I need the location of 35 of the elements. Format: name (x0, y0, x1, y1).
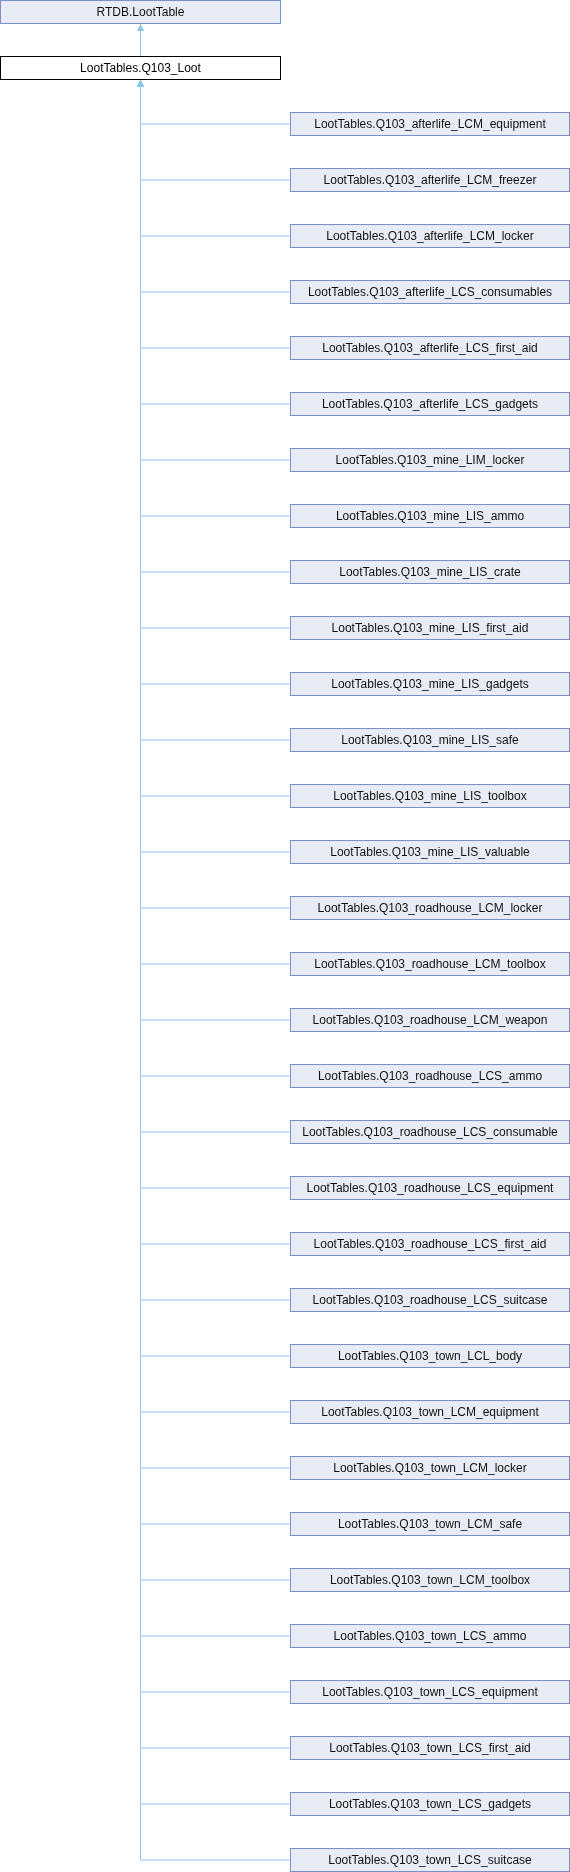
class-box: LootTables.Q103_mine_LIS_safe (290, 728, 570, 752)
class-box: LootTables.Q103_roadhouse_LCM_toolbox (290, 952, 570, 976)
class-box: LootTables.Q103_afterlife_LCM_freezer (290, 168, 570, 192)
class-box: LootTables.Q103_mine_LIS_valuable (290, 840, 570, 864)
class-box: LootTables.Q103_roadhouse_LCM_locker (290, 896, 570, 920)
class-box: RTDB.LootTable (0, 0, 281, 24)
class-box: LootTables.Q103_town_LCM_equipment (290, 1400, 570, 1424)
class-box: LootTables.Q103_town_LCS_suitcase (290, 1848, 570, 1872)
class-box: LootTables.Q103_afterlife_LCM_equipment (290, 112, 570, 136)
class-box: LootTables.Q103_roadhouse_LCS_equipment (290, 1176, 570, 1200)
class-box: LootTables.Q103_afterlife_LCM_locker (290, 224, 570, 248)
class-box: LootTables.Q103_roadhouse_LCS_ammo (290, 1064, 570, 1088)
class-box: LootTables.Q103_roadhouse_LCM_weapon (290, 1008, 570, 1032)
class-box: LootTables.Q103_town_LCS_equipment (290, 1680, 570, 1704)
inheritance-arrow (137, 23, 144, 57)
class-box: LootTables.Q103_mine_LIS_gadgets (290, 672, 570, 696)
class-box: LootTables.Q103_mine_LIS_toolbox (290, 784, 570, 808)
class-box: LootTables.Q103_town_LCM_safe (290, 1512, 570, 1536)
class-box: LootTables.Q103_afterlife_LCS_consumables (290, 280, 570, 304)
class-box: LootTables.Q103_Loot (0, 56, 281, 80)
class-box: LootTables.Q103_mine_LIS_crate (290, 560, 570, 584)
class-box: LootTables.Q103_mine_LIS_first_aid (290, 616, 570, 640)
class-box: LootTables.Q103_roadhouse_LCS_suitcase (290, 1288, 570, 1312)
class-box: LootTables.Q103_town_LCS_gadgets (290, 1792, 570, 1816)
class-box: LootTables.Q103_roadhouse_LCS_consumable (290, 1120, 570, 1144)
class-box: LootTables.Q103_town_LCL_body (290, 1344, 570, 1368)
class-box: LootTables.Q103_town_LCS_first_aid (290, 1736, 570, 1760)
class-box: LootTables.Q103_mine_LIS_ammo (290, 504, 570, 528)
class-box: LootTables.Q103_afterlife_LCS_gadgets (290, 392, 570, 416)
class-box: LootTables.Q103_afterlife_LCS_first_aid (290, 336, 570, 360)
class-box: LootTables.Q103_town_LCM_toolbox (290, 1568, 570, 1592)
class-box: LootTables.Q103_mine_LIM_locker (290, 448, 570, 472)
class-box: LootTables.Q103_town_LCS_ammo (290, 1624, 570, 1648)
class-box: LootTables.Q103_roadhouse_LCS_first_aid (290, 1232, 570, 1256)
class-box: LootTables.Q103_town_LCM_locker (290, 1456, 570, 1480)
